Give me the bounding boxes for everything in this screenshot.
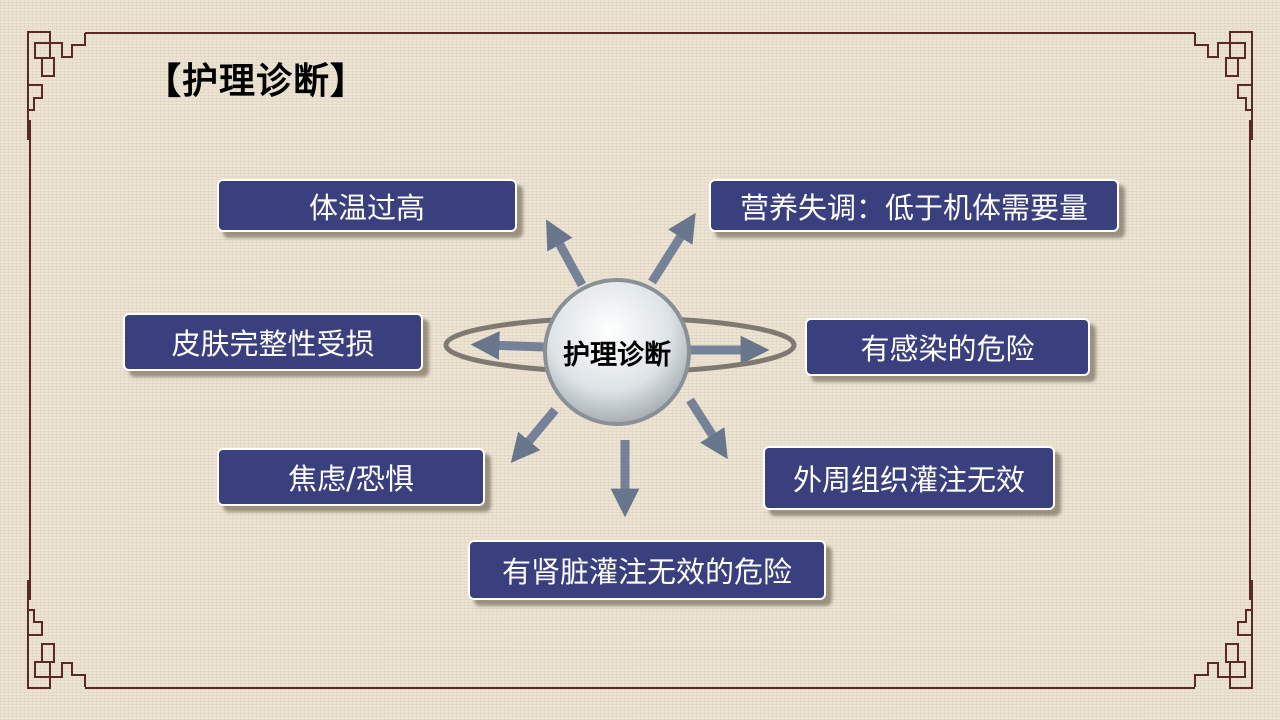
diagnosis-box: 有肾脏灌注无效的危险 — [468, 540, 826, 600]
arrow-down-right — [686, 397, 728, 460]
diagnosis-box: 营养失调：低于机体需要量 — [709, 179, 1119, 232]
diagnosis-box: 皮肤完整性受损 — [123, 313, 423, 371]
arrows — [470, 212, 770, 518]
diagnosis-box: 有感染的危险 — [805, 318, 1090, 376]
diagnosis-box: 焦虑/恐惧 — [217, 448, 485, 506]
arrow-down-left — [510, 407, 559, 464]
center-orb — [543, 278, 691, 426]
page-title: 【护理诊断】 — [145, 61, 368, 102]
diagnosis-box: 外周组织灌注无效 — [763, 446, 1055, 510]
arrow-up-right — [648, 212, 696, 285]
arrow-left — [470, 331, 546, 360]
diagnosis-box: 体温过高 — [217, 179, 517, 232]
arrow-up-left — [546, 219, 586, 288]
center-label: 护理诊断 — [563, 340, 671, 371]
